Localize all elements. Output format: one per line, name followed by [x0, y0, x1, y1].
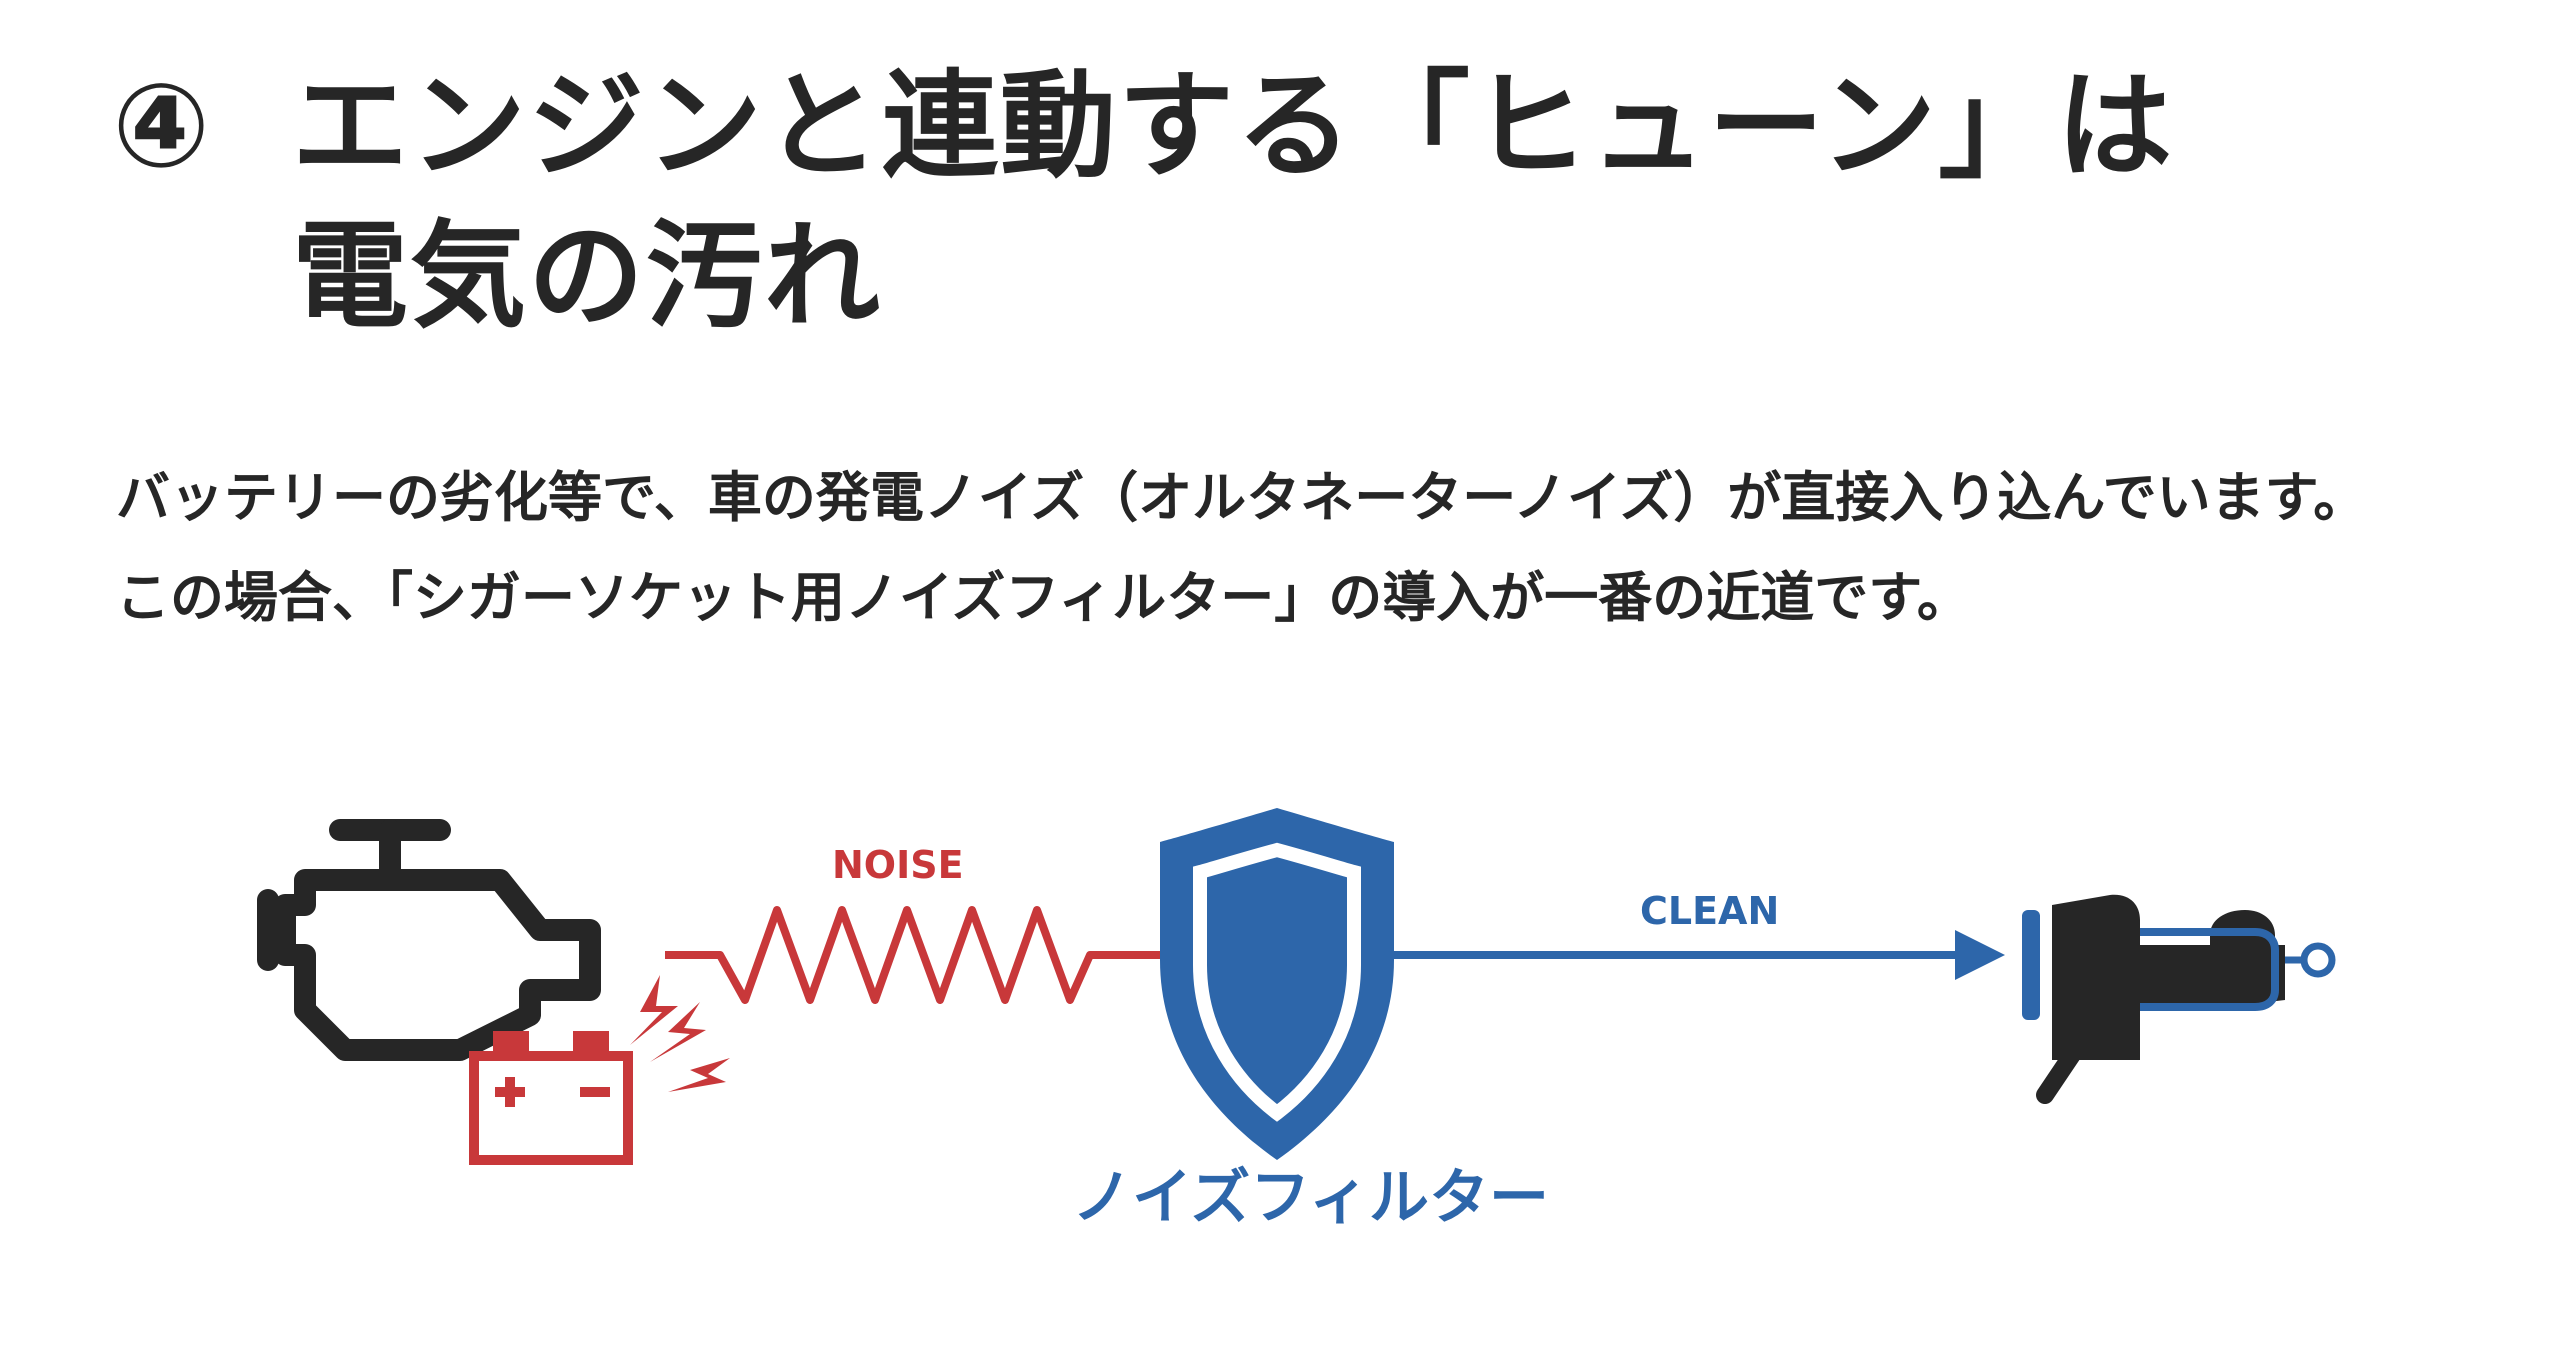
battery-icon	[469, 1031, 633, 1165]
title-line-1: ④ エンジンと連動する「ヒューン」は	[112, 52, 2174, 202]
noise-wave	[665, 906, 1165, 1004]
shield-icon	[1160, 808, 1394, 1160]
engine-icon	[257, 819, 601, 1061]
clean-arrow	[1394, 930, 2005, 980]
title-text-1: エンジンと連動する「ヒューン」は	[292, 59, 2175, 194]
description: バッテリーの劣化等で、車の発電ノイズ（オルタネーターノイズ）が直接入り込んでいま…	[116, 448, 2367, 648]
spark-icon	[630, 975, 730, 1092]
title-number: ④	[112, 59, 213, 194]
cigarette-socket-plug-icon	[2022, 894, 2336, 1104]
description-line-1: バッテリーの劣化等で、車の発電ノイズ（オルタネーターノイズ）が直接入り込んでいま…	[116, 466, 2368, 529]
noise-label: NOISE	[832, 843, 964, 887]
title-line-2: 電気の汚れ	[292, 209, 882, 344]
noise-filter-diagram: NOISE ノイズフィルター CLEAN	[257, 808, 2336, 1233]
clean-label: CLEAN	[1640, 889, 1779, 933]
page-title: ④ エンジンと連動する「ヒューン」は 電気の汚れ	[112, 52, 2174, 352]
filter-label: ノイズフィルター	[1072, 1163, 1549, 1233]
description-line-2: この場合、「シガーソケット用ノイズフィルター」の導入が一番の近道です。	[116, 566, 1971, 629]
